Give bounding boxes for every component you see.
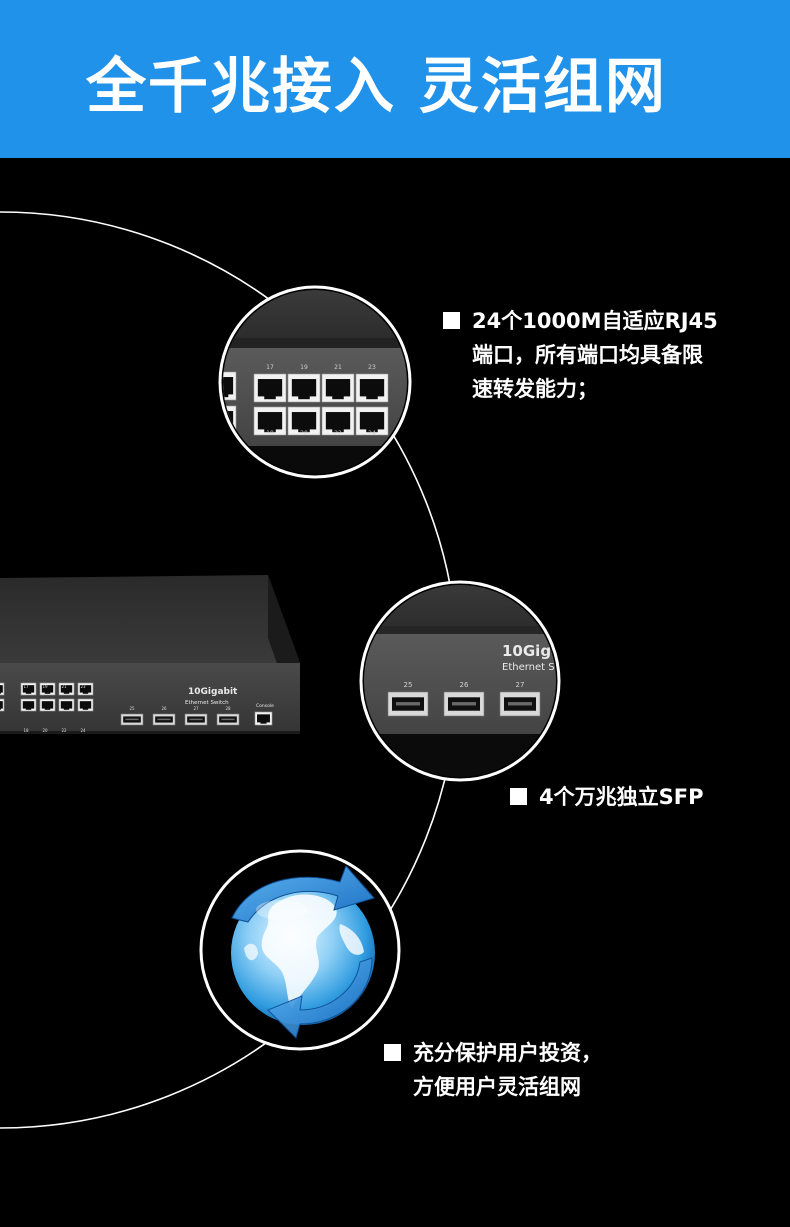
page-title: 全千兆接入 灵活组网 — [86, 52, 667, 122]
port-number: 27 — [193, 706, 199, 711]
rj45-port — [0, 682, 5, 696]
port-number: 22 — [61, 728, 67, 733]
rj45-port — [253, 406, 287, 436]
globe-lens — [199, 849, 401, 1051]
sfp-zoom-lens: 10Gig Ethernet S 25 26 27 28 — [359, 580, 581, 782]
port-number: 25 — [404, 681, 413, 689]
switch-sub-label: Ethernet Switch — [185, 700, 229, 706]
feature-investment: 充分保护用户投资， 方便用户灵活组网 — [384, 1036, 602, 1104]
zoom-model-label: 10Gig — [502, 642, 551, 660]
feature-sfp-line-1: 4个万兆独立SFP — [510, 780, 703, 814]
header-banner: 全千兆接入 灵活组网 — [0, 0, 790, 158]
feature-rj45-line-1: 24个1000M自适应RJ45 — [443, 304, 718, 338]
rj45-port — [77, 698, 94, 712]
square-bullet-icon — [443, 312, 460, 329]
product-illustration: 10Gigabit Ethernet Switch Console 17 19 21… — [0, 211, 581, 1129]
feature-sfp: 4个万兆独立SFP — [510, 780, 703, 814]
switch-model-label: 10Gigabit — [188, 687, 238, 697]
console-label: Console — [256, 703, 274, 709]
rj45-port — [355, 373, 389, 403]
sfp-port — [387, 691, 429, 717]
rj45-port — [58, 698, 75, 712]
port-number: 20 — [300, 430, 308, 437]
feature-rj45-line-2: 端口，所有端口均具备限 — [472, 343, 703, 367]
port-number: 22 — [334, 430, 342, 437]
product-scene: 10Gigabit Ethernet Switch Console 17 19 21… — [0, 158, 790, 1227]
port-number: 24 — [80, 728, 86, 733]
rj45-port — [321, 406, 355, 436]
switch-device: 10Gigabit Ethernet Switch Console 17 19 21… — [0, 575, 300, 734]
square-bullet-icon — [384, 1044, 401, 1061]
sfp-port — [499, 691, 541, 717]
rj45-port — [20, 682, 37, 696]
port-number: 17 — [23, 684, 29, 689]
rj45-port — [321, 373, 355, 403]
port-number: 23 — [80, 684, 86, 689]
port-number: 26 — [161, 706, 167, 711]
port-number: 21 — [334, 364, 342, 371]
port-number: 18 — [23, 728, 29, 733]
port-number: 27 — [516, 681, 525, 689]
port-number: 18 — [266, 430, 274, 437]
sfp-port — [443, 691, 485, 717]
rj45-port — [287, 373, 321, 403]
port-number: 28 — [572, 681, 581, 689]
zoom-sub-label: Ethernet S — [502, 662, 555, 673]
port-number: 19 — [300, 364, 308, 371]
rj45-port — [287, 406, 321, 436]
square-bullet-icon — [510, 788, 527, 805]
feature-rj45: 24个1000M自适应RJ45 端口，所有端口均具备限 速转发能力； — [443, 304, 718, 406]
rj45-port — [58, 682, 75, 696]
feature-rj45-line-3: 速转发能力； — [472, 377, 598, 401]
sfp-port — [152, 713, 176, 726]
console-port — [254, 711, 273, 726]
rj45-port — [39, 698, 56, 712]
port-number: 20 — [42, 728, 48, 733]
rj45-port — [39, 682, 56, 696]
rj45-port — [20, 698, 37, 712]
globe-icon — [231, 865, 375, 1039]
port-number: 24 — [368, 430, 376, 437]
port-number: 26 — [460, 681, 469, 689]
sfp-port — [216, 713, 240, 726]
rj45-zoom-lens: 17 19 21 23 18 20 22 24 — [218, 285, 412, 479]
sfp-port — [555, 691, 556, 717]
feature-investment-line-2: 方便用户灵活组网 — [413, 1075, 581, 1099]
rj45-port — [355, 406, 389, 436]
port-number: 23 — [368, 364, 376, 371]
port-number: 17 — [266, 364, 274, 371]
sfp-port — [184, 713, 208, 726]
rj45-port — [253, 373, 287, 403]
sfp-port — [120, 713, 144, 726]
rj45-port — [0, 698, 5, 712]
port-number: 28 — [225, 706, 231, 711]
port-number: 21 — [61, 684, 67, 689]
port-number: 25 — [129, 706, 135, 711]
port-number: 19 — [42, 684, 48, 689]
rj45-port — [77, 682, 94, 696]
feature-investment-line-1: 充分保护用户投资， — [384, 1036, 602, 1070]
